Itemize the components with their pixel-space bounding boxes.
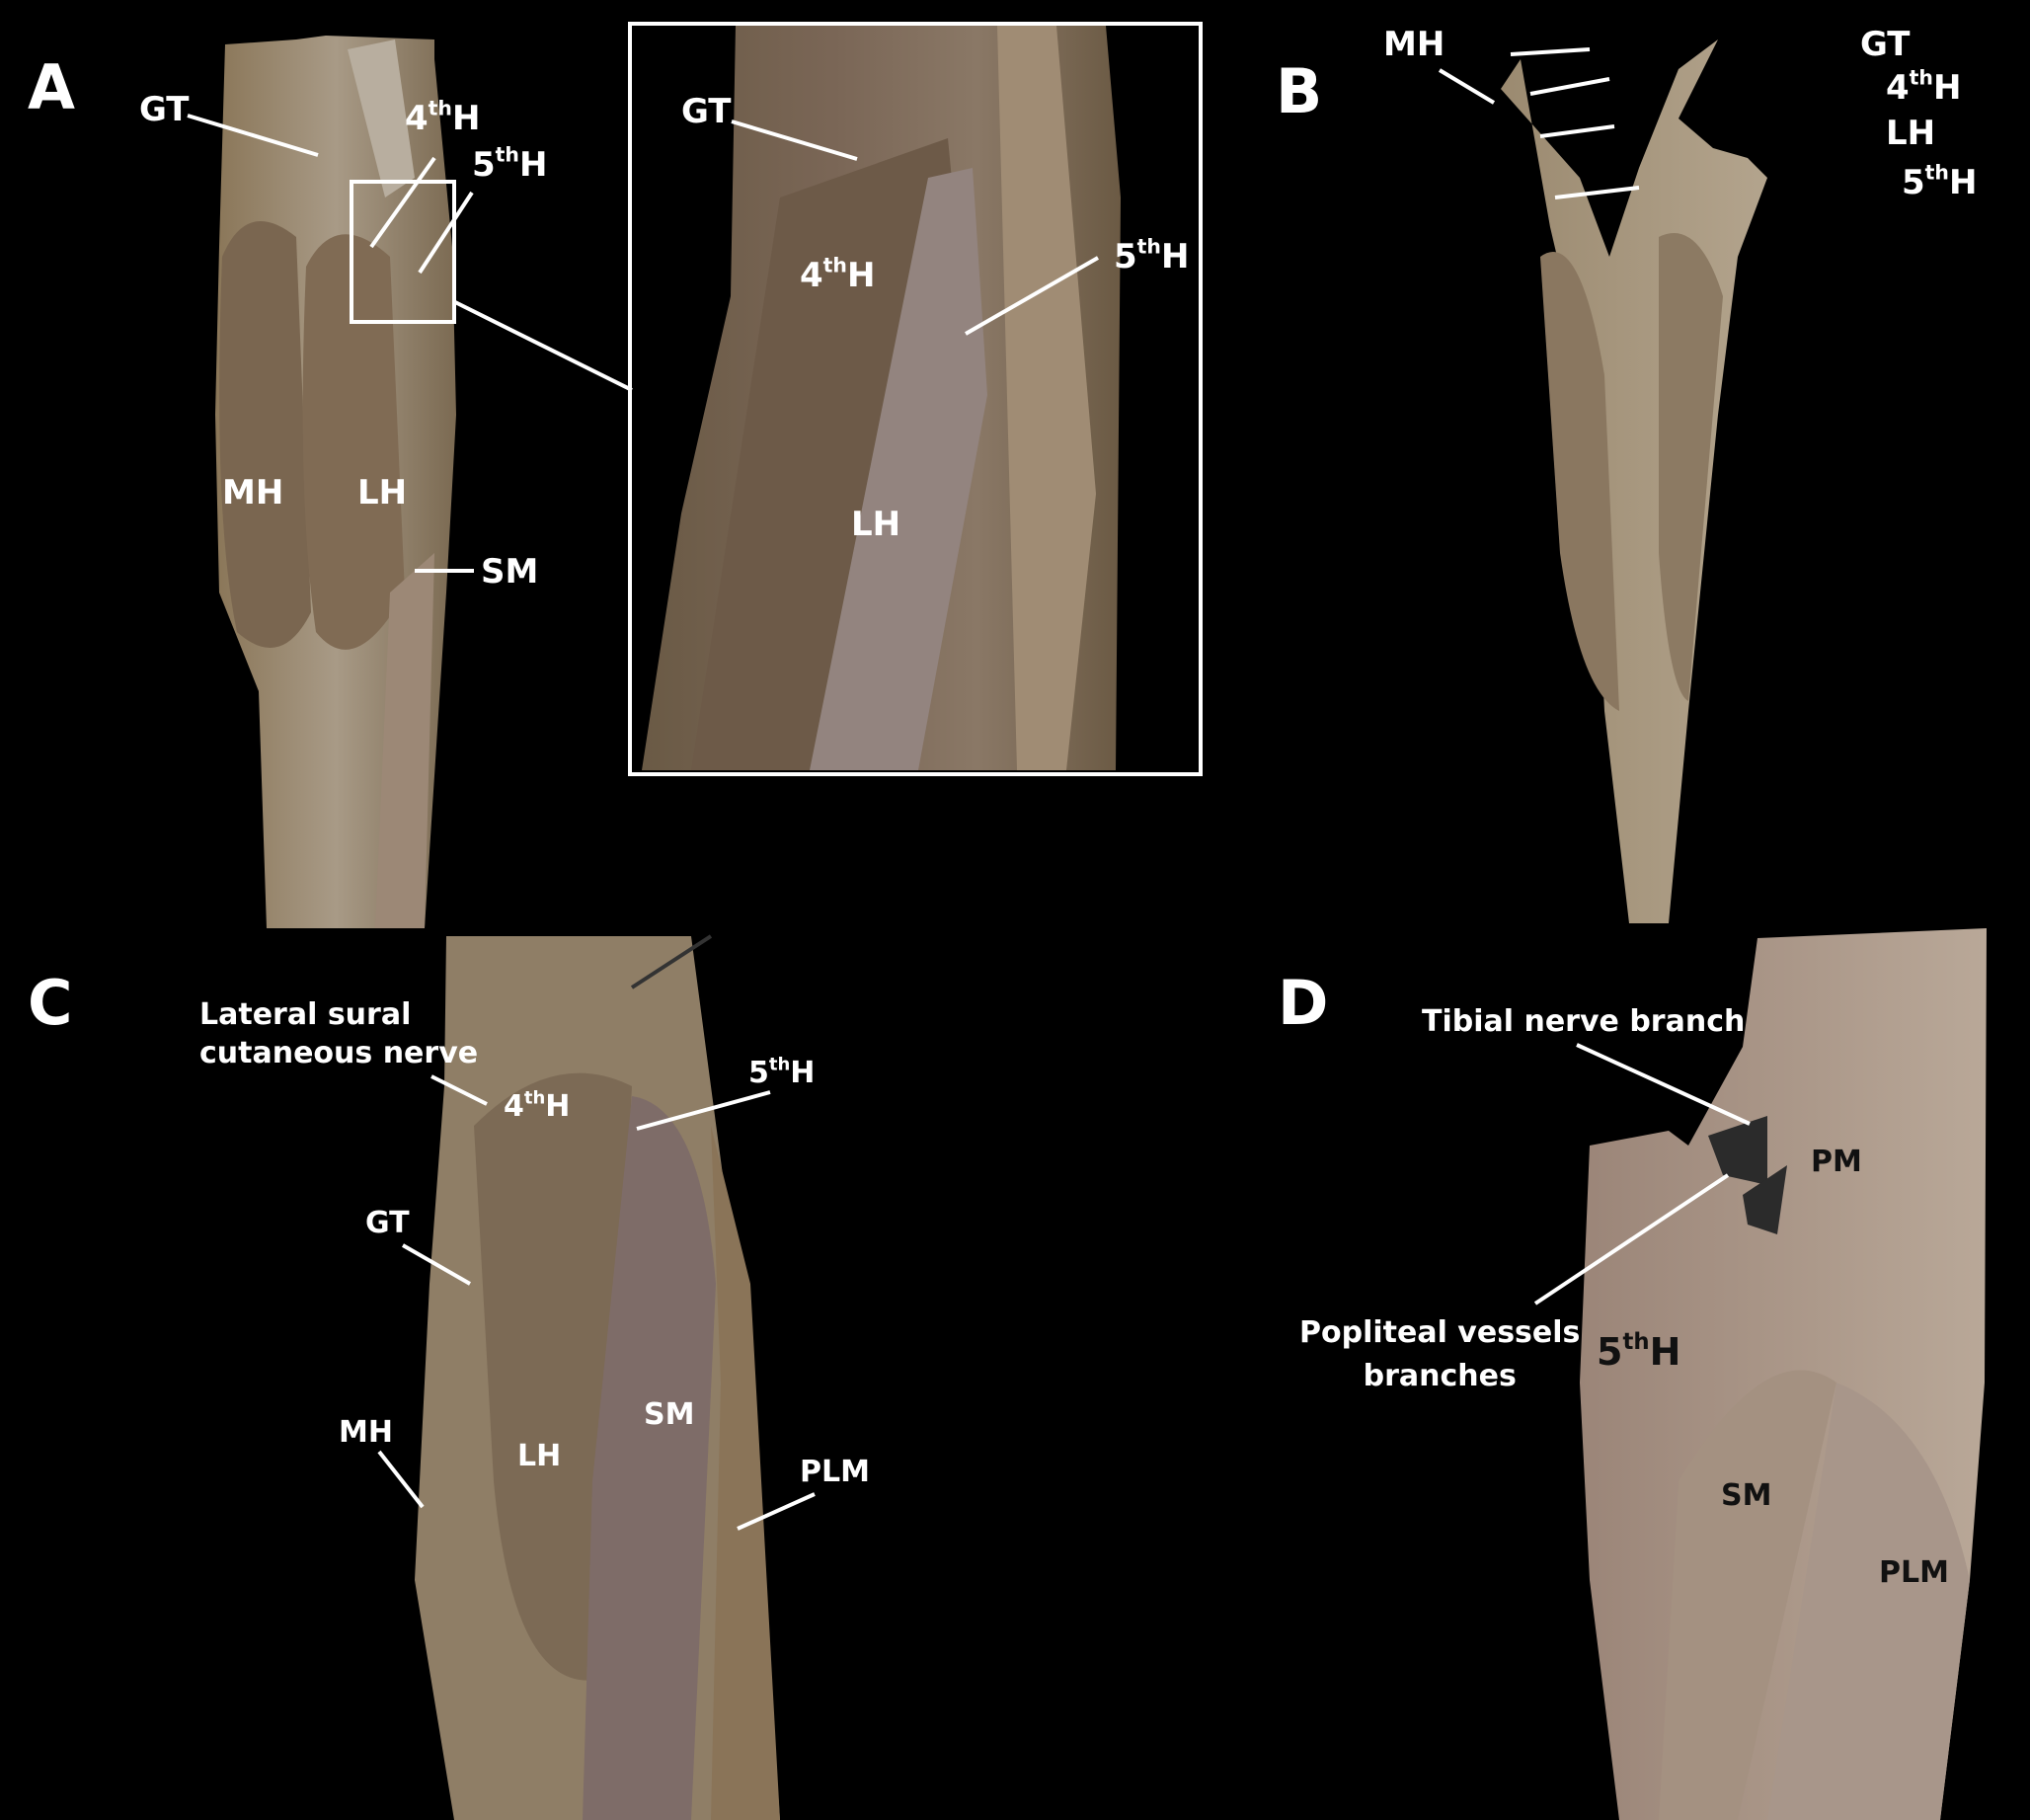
label-b-mh: MH [1383, 25, 1445, 64]
panel-b-specimen [1501, 40, 1767, 923]
label-sup: th [523, 1087, 546, 1109]
label-sup: th [1622, 1329, 1650, 1356]
label-b-lh: LH [1886, 114, 1936, 153]
label-line-2: branches [1363, 1358, 1517, 1393]
label-num: 5 [1114, 237, 1137, 277]
label-b-gt: GT [1860, 25, 1911, 64]
label-sup: th [428, 96, 452, 120]
label-c-4th-head: 4thH [504, 1089, 571, 1124]
label-c-sm: SM [644, 1397, 695, 1432]
label-num: 4 [405, 99, 429, 138]
label-suffix: H [1948, 163, 1978, 202]
label-suffix: H [1160, 237, 1190, 277]
label-sup: th [1909, 65, 1933, 90]
label-suffix: H [518, 145, 548, 185]
label-inset-lh: LH [851, 505, 901, 544]
label-c-plm: PLM [800, 1455, 870, 1489]
label-c-lateral-sural-nerve: Lateral sural cutaneous nerve [199, 995, 478, 1072]
label-num: 5 [472, 145, 496, 185]
label-sup: th [1136, 234, 1161, 259]
panel-letter-b: B [1276, 55, 1323, 127]
label-num: 5 [1902, 163, 1925, 202]
label-c-mh: MH [339, 1415, 393, 1450]
label-d-pm: PM [1811, 1145, 1862, 1179]
label-num: 4 [800, 256, 823, 295]
label-c-gt: GT [365, 1206, 410, 1240]
label-a-gt: GT [139, 90, 190, 129]
inset-specimen [642, 26, 1121, 770]
label-inset-4th-head: 4thH [800, 256, 876, 295]
label-sup: th [822, 253, 847, 277]
panel-d-specimen [1580, 928, 1987, 1820]
label-inset-gt: GT [681, 92, 732, 131]
label-d-plm: PLM [1879, 1555, 1949, 1590]
label-sup: th [1924, 160, 1949, 185]
label-c-lh: LH [517, 1439, 562, 1473]
panel-letter-c: C [28, 967, 73, 1039]
label-sup: th [495, 142, 519, 167]
label-a-lh: LH [357, 473, 408, 513]
label-num: 5 [1597, 1330, 1623, 1374]
label-suffix: H [846, 256, 876, 295]
label-suffix: H [1649, 1330, 1681, 1374]
label-num: 4 [1886, 68, 1910, 108]
label-sup: th [768, 1054, 791, 1075]
label-line-1: Lateral sural [199, 997, 412, 1032]
label-a-5th-head: 5thH [472, 145, 548, 185]
label-b-5th-head: 5thH [1902, 163, 1978, 202]
label-b-4th-head: 4thH [1886, 68, 1962, 108]
label-a-mh: MH [222, 473, 284, 513]
label-suffix: H [545, 1089, 571, 1124]
label-inset-5th-head: 5thH [1114, 237, 1190, 277]
label-d-popliteal-vessels-branches: Popliteal vessels branches [1299, 1311, 1580, 1397]
panel-letter-a: A [28, 51, 75, 123]
label-a-4th-head: 4thH [405, 99, 481, 138]
label-suffix: H [790, 1056, 816, 1090]
label-suffix: H [1932, 68, 1962, 108]
label-d-tibial-nerve-branch: Tibial nerve branch [1422, 1004, 1746, 1039]
label-d-5th-head: 5thH [1597, 1330, 1681, 1374]
label-num: 4 [504, 1089, 524, 1124]
panel-letter-d: D [1278, 967, 1329, 1039]
label-d-sm: SM [1721, 1478, 1772, 1513]
label-c-5th-head: 5thH [748, 1056, 816, 1090]
label-a-sm: SM [481, 552, 539, 592]
label-num: 5 [748, 1056, 769, 1090]
label-suffix: H [451, 99, 481, 138]
label-line-2: cutaneous nerve [199, 1036, 479, 1070]
label-line-1: Popliteal vessels [1299, 1315, 1581, 1350]
